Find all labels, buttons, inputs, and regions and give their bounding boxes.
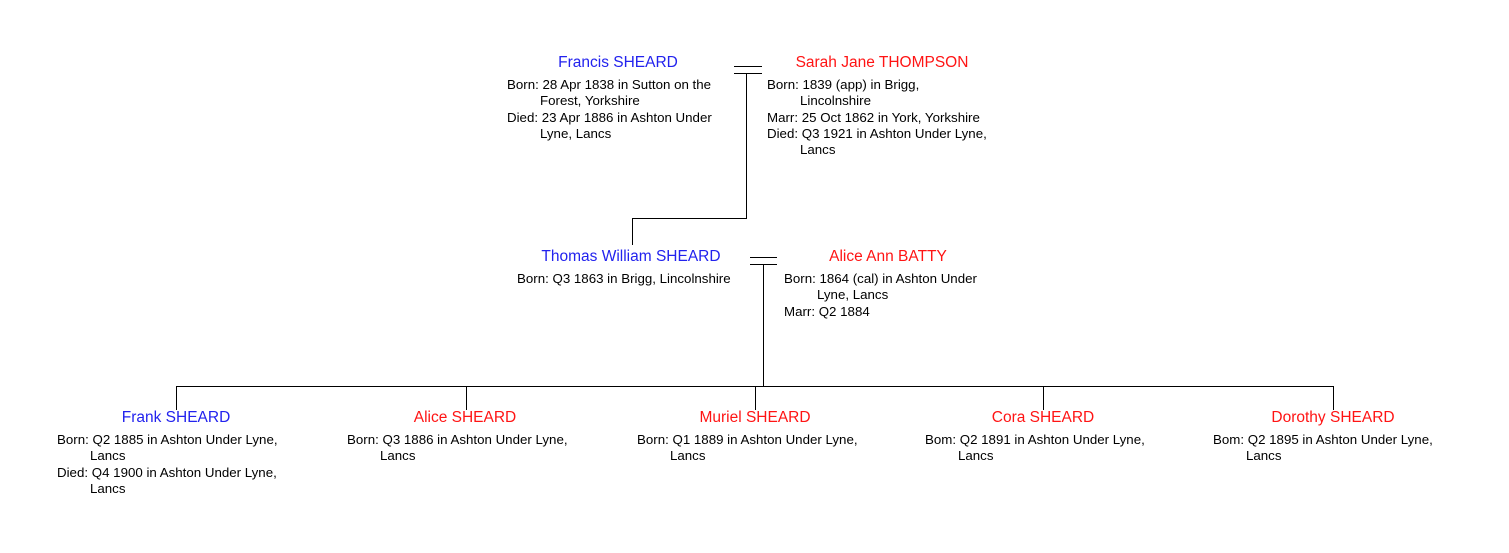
detail-line: Lyne, Lancs: [817, 287, 889, 303]
person-name: Francis SHEARD: [558, 54, 678, 71]
detail-line: Died: Q4 1900 in Ashton Under Lyne,: [57, 464, 277, 480]
child-drop-line-cora: [1043, 386, 1044, 410]
person-details: Born: Q3 1886 in Ashton Under Lyne,Lancs: [347, 432, 583, 465]
descent-line-horizontal-gen1: [632, 218, 747, 219]
detail-line: Born: Q2 1885 in Ashton Under Lyne,: [57, 432, 278, 447]
person-name: Sarah Jane THOMPSON: [795, 54, 969, 71]
detail-line: Lancs: [380, 448, 416, 464]
detail-line: Died: 23 Apr 1886 in Ashton Under: [507, 109, 712, 125]
person-name: Muriel SHEARD: [699, 409, 811, 426]
person-details: Bom: Q2 1895 in Ashton Under Lyne,Lancs: [1213, 432, 1453, 465]
person-details: Born: Q3 1863 in Brigg, Lincolnshire: [517, 271, 745, 287]
person-node-sarah-jane-thompson: Sarah Jane THOMPSON Born: 1839 (app) in …: [767, 54, 997, 158]
person-name: Alice Ann BATTY: [829, 248, 947, 265]
detail-line: Died: Q3 1921 in Ashton Under Lyne,: [767, 125, 987, 141]
person-node-cora-sheard: Cora SHEARD Bom: Q2 1891 in Ashton Under…: [925, 409, 1161, 465]
detail-line: Lancs: [1246, 448, 1282, 464]
child-drop-line-alice: [466, 386, 467, 410]
descent-line-drop-to-thomas: [632, 218, 633, 245]
detail-line: Lyne, Lancs: [540, 125, 612, 141]
person-node-alice-sheard: Alice SHEARD Born: Q3 1886 in Ashton Und…: [347, 409, 583, 465]
descent-line-vertical-gen2: [763, 264, 764, 387]
marriage-bar-top-gen2: [750, 257, 777, 258]
person-node-frank-sheard: Frank SHEARD Born: Q2 1885 in Ashton Und…: [57, 409, 295, 497]
person-node-francis-sheard: Francis SHEARD Born: 28 Apr 1838 in Sutt…: [507, 54, 729, 142]
detail-line: Marr: 25 Oct 1862 in York, Yorkshire: [767, 109, 980, 125]
detail-line: Lancs: [800, 142, 836, 158]
marriage-bar-bottom-gen1: [734, 73, 762, 74]
detail-line: Born: 1864 (cal) in Ashton Under: [784, 271, 977, 286]
person-details: Born: Q1 1889 in Ashton Under Lyne,Lancs: [637, 432, 873, 465]
detail-line: Lancs: [958, 448, 994, 464]
person-name: Frank SHEARD: [121, 409, 231, 426]
child-drop-line-muriel: [755, 386, 756, 410]
child-drop-line-frank: [176, 386, 177, 410]
detail-line: Forest, Yorkshire: [540, 93, 640, 109]
person-details: Bom: Q2 1891 in Ashton Under Lyne,Lancs: [925, 432, 1161, 465]
person-name: Alice SHEARD: [413, 409, 517, 426]
person-node-muriel-sheard: Muriel SHEARD Born: Q1 1889 in Ashton Un…: [637, 409, 873, 465]
detail-line: Born: Q3 1863 in Brigg, Lincolnshire: [517, 271, 731, 286]
person-name: Cora SHEARD: [991, 409, 1095, 426]
detail-line: Bom: Q2 1891 in Ashton Under Lyne,: [925, 432, 1145, 447]
person-node-alice-ann-batty: Alice Ann BATTY Born: 1864 (cal) in Asht…: [784, 248, 992, 320]
detail-line: Lincolnshire: [800, 93, 871, 109]
person-node-thomas-william-sheard: Thomas William SHEARD Born: Q3 1863 in B…: [517, 248, 745, 287]
person-node-dorothy-sheard: Dorothy SHEARD Bom: Q2 1895 in Ashton Un…: [1213, 409, 1453, 465]
detail-line: Bom: Q2 1895 in Ashton Under Lyne,: [1213, 432, 1433, 447]
detail-line: Lancs: [90, 448, 126, 464]
person-details: Born: Q2 1885 in Ashton Under Lyne,Lancs…: [57, 432, 295, 497]
detail-line: Lancs: [670, 448, 706, 464]
marriage-bar-top-gen1: [734, 66, 762, 67]
detail-line: Born: 28 Apr 1838 in Sutton on the: [507, 77, 712, 92]
person-name: Dorothy SHEARD: [1271, 409, 1395, 426]
detail-line: Lancs: [90, 480, 126, 496]
person-name: Thomas William SHEARD: [541, 248, 721, 265]
detail-line: Marr: Q2 1884: [784, 303, 870, 319]
child-drop-line-dorothy: [1333, 386, 1334, 410]
descent-line-vertical-gen1: [746, 73, 747, 219]
detail-line: Born: Q3 1886 in Ashton Under Lyne,: [347, 432, 568, 447]
detail-line: Born: 1839 (app) in Brigg,: [767, 77, 920, 92]
detail-line: Born: Q1 1889 in Ashton Under Lyne,: [637, 432, 858, 447]
